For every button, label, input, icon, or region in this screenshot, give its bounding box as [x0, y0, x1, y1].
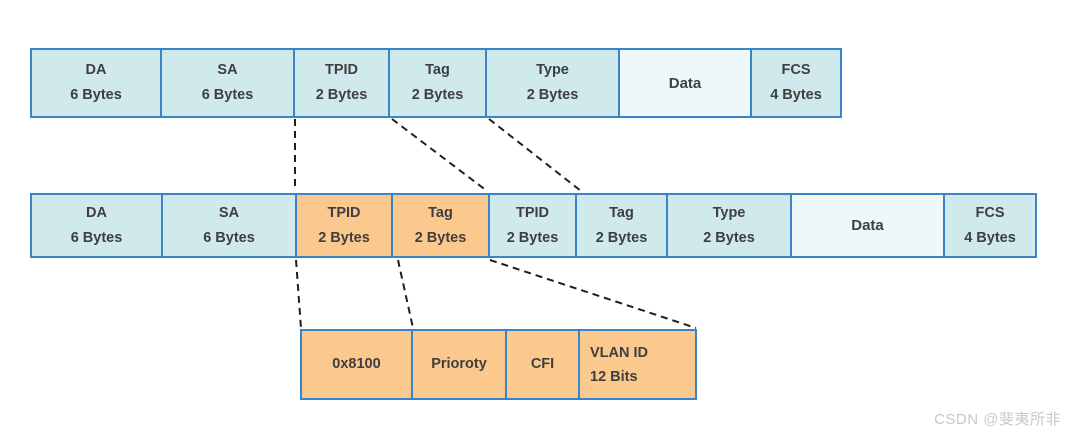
field-name: DA — [86, 204, 107, 221]
field-name: VLAN ID — [590, 344, 648, 361]
field-data: Data — [620, 48, 752, 118]
double-tagged-frame-row: DA 6 Bytes SA 6 Bytes TPID 2 Bytes Tag 2… — [30, 193, 1037, 258]
original-frame-row: DA 6 Bytes SA 6 Bytes TPID 2 Bytes Tag 2… — [30, 48, 842, 118]
field-name: Tag — [609, 204, 634, 221]
field-name: FCS — [781, 62, 811, 78]
field-size: 6 Bytes — [203, 229, 255, 246]
field-size: 6 Bytes — [201, 87, 254, 103]
field-sa: SA 6 Bytes — [163, 193, 297, 258]
connector-mid-tag-right — [489, 259, 697, 329]
field-priority: Prioroty — [413, 329, 507, 400]
connector-top-tag-right — [488, 118, 582, 192]
field-name: FCS — [975, 204, 1005, 221]
field-size: 2 Bytes — [318, 229, 370, 246]
field-vlan-id: VLAN ID 12 Bits — [580, 329, 697, 400]
field-name: Data — [851, 217, 884, 234]
connector-mid-tpid-right — [397, 259, 414, 329]
field-name: Type — [712, 204, 746, 221]
vlan-tag-detail-row: 0x8100 Prioroty CFI VLAN ID 12 Bits — [300, 329, 697, 400]
field-da: DA 6 Bytes — [30, 48, 162, 118]
field-size: 2 Bytes — [703, 229, 755, 246]
field-fcs: FCS 4 Bytes — [752, 48, 842, 118]
field-name: Data — [668, 74, 702, 92]
field-size: 6 Bytes — [70, 87, 122, 103]
field-size: 12 Bits — [590, 368, 638, 385]
field-name: Prioroty — [431, 356, 487, 372]
field-size: 4 Bytes — [964, 229, 1016, 246]
field-type: Type 2 Bytes — [487, 48, 620, 118]
field-size: 2 Bytes — [595, 229, 648, 246]
field-outer-tpid: TPID 2 Bytes — [297, 193, 393, 258]
field-name: Tag — [428, 204, 453, 221]
field-tag: Tag 2 Bytes — [390, 48, 487, 118]
field-cfi: CFI — [507, 329, 580, 400]
field-tpid: TPID 2 Bytes — [295, 48, 390, 118]
field-name: DA — [85, 62, 107, 78]
field-name: Type — [536, 62, 569, 78]
field-fcs: FCS 4 Bytes — [945, 193, 1037, 258]
field-name: TPID — [515, 204, 550, 221]
field-type: Type 2 Bytes — [668, 193, 792, 258]
field-size: 2 Bytes — [411, 87, 464, 103]
connector-top-tag-left — [391, 118, 488, 192]
field-tpid-value: 0x8100 — [300, 329, 413, 400]
field-size: 6 Bytes — [70, 229, 123, 246]
field-outer-tag: Tag 2 Bytes — [393, 193, 490, 258]
field-name: SA — [217, 62, 238, 78]
field-name: CFI — [530, 356, 555, 372]
field-da: DA 6 Bytes — [30, 193, 163, 258]
field-name: 0x8100 — [332, 356, 381, 372]
field-name: SA — [218, 204, 240, 221]
watermark: CSDN @斐夷所非 — [934, 411, 1061, 428]
field-size: 2 Bytes — [414, 229, 467, 246]
field-inner-tpid: TPID 2 Bytes — [490, 193, 577, 258]
field-name: Tag — [425, 62, 450, 78]
field-sa: SA 6 Bytes — [162, 48, 295, 118]
connector-mid-tpid-left — [295, 259, 302, 329]
field-size: 2 Bytes — [315, 87, 368, 103]
field-data: Data — [792, 193, 945, 258]
field-size: 2 Bytes — [506, 229, 559, 246]
field-name: TPID — [324, 62, 359, 78]
field-size: 4 Bytes — [770, 87, 822, 103]
field-inner-tag: Tag 2 Bytes — [577, 193, 668, 258]
field-size: 2 Bytes — [526, 87, 579, 103]
field-name: TPID — [327, 204, 361, 221]
